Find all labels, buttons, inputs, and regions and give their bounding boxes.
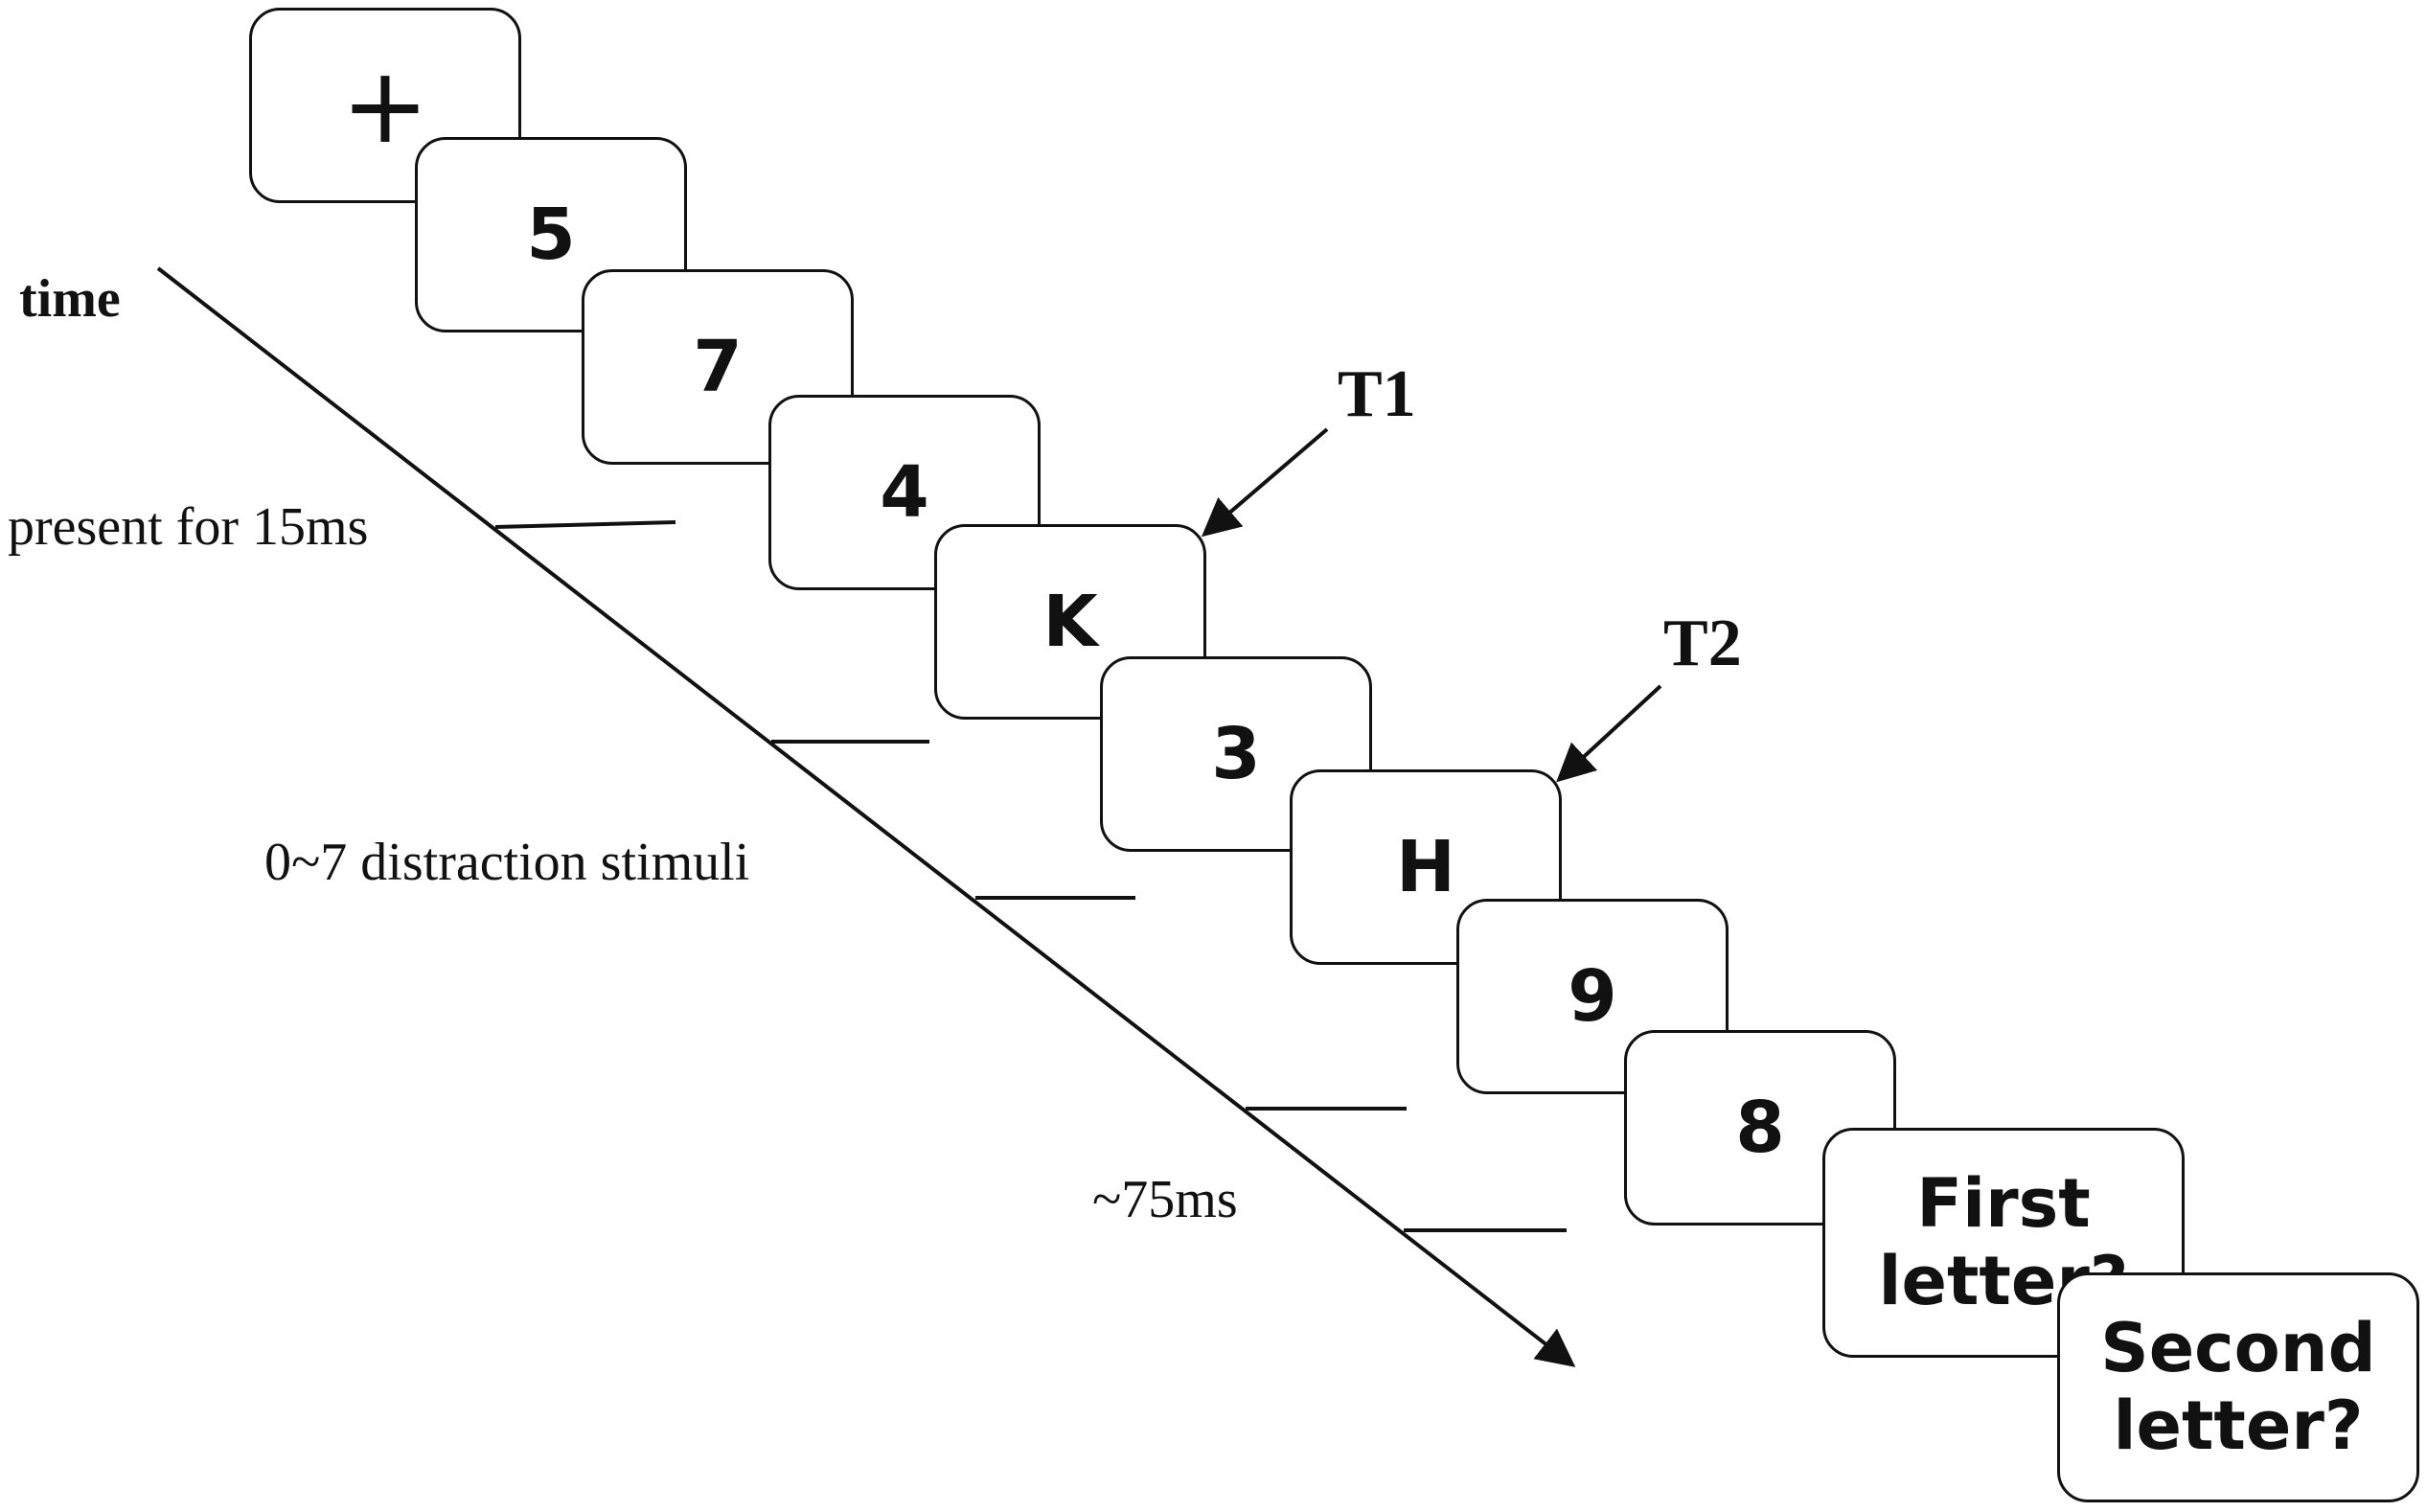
time-label: time [19, 269, 121, 329]
t1-arrow [1201, 427, 1329, 538]
second-letter-question-frame: Second letter? [2057, 1272, 2419, 1502]
fixation-frame: + [249, 8, 521, 203]
tick-mark [494, 520, 676, 529]
distraction-label: 0~7 distraction stimuli [264, 833, 750, 892]
stimulus-frame: 9 [1456, 899, 1729, 1094]
t2-arrow [1556, 684, 1662, 783]
t1-label: T1 [1338, 357, 1416, 431]
time-axis-arrow [156, 266, 1576, 1367]
t2-label: T2 [1663, 607, 1742, 680]
interval-label: ~75ms [1092, 1170, 1238, 1229]
duration-label: present for 15ms [8, 497, 369, 557]
